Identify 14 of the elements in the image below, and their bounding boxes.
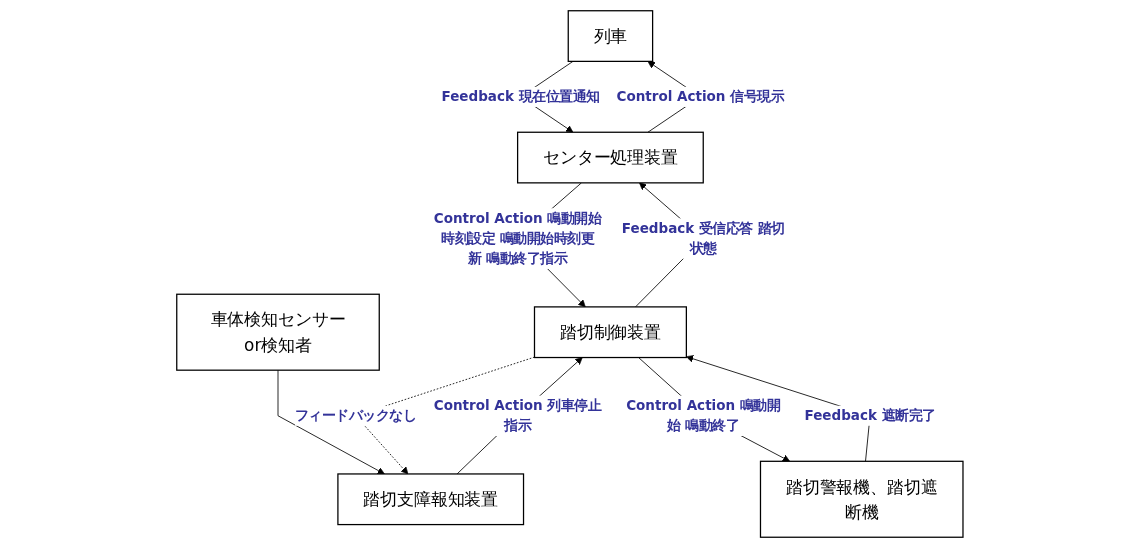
edge-label: Control Action 列車停止指示 xyxy=(433,397,602,434)
edge-label: Control Action 信号現示 xyxy=(616,88,784,105)
edge-label: Feedback 遮断完了 xyxy=(804,407,936,424)
node-box: センター処理装置 xyxy=(516,131,704,184)
edge-label: Control Action 鳴動開始時刻設定 鳴動開始時刻更新 鳴動終了指示 xyxy=(433,209,602,267)
edge-label: Feedback 受信応答 踏切状態 xyxy=(621,219,785,257)
node-box: 踏切支障報知装置 xyxy=(336,473,524,526)
node-box: 踏切制御装置 xyxy=(533,306,687,359)
edge-label: フィードバックなし xyxy=(294,407,416,424)
edge-label: Feedback 現在位置通知 xyxy=(441,88,600,105)
edge-label: Control Action 鳴動開始 鳴動終了 xyxy=(625,397,780,434)
node-box: 踏切警報機、踏切遮断機 xyxy=(759,460,964,538)
node-box: 車体検知センサーor検知者 xyxy=(175,293,380,371)
node-box: 列車 xyxy=(567,10,653,62)
